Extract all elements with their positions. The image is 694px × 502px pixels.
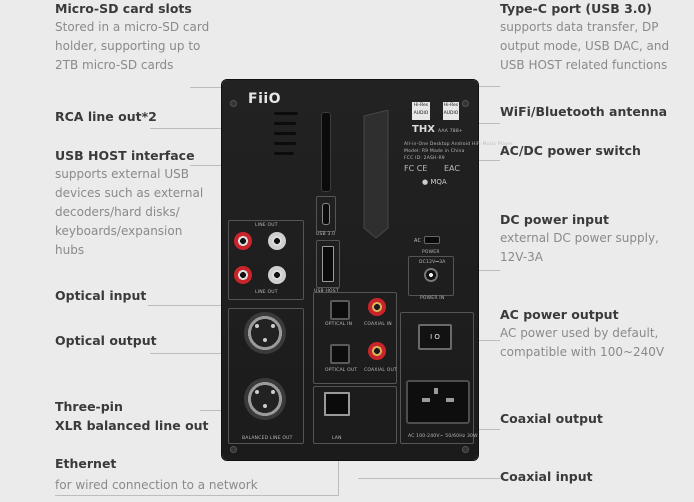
optical-out-label: OPTICAL OUT	[325, 368, 358, 373]
label-microsd: Micro-SD card slots Stored in a micro-SD…	[55, 1, 210, 72]
label-optical-input: Optical input	[55, 288, 147, 303]
rca-line-out-r-2[interactable]	[234, 266, 252, 284]
screw	[230, 446, 237, 453]
label-usbhost: USB HOST interface supports external USB…	[55, 148, 204, 257]
screw	[462, 100, 469, 107]
coaxial-in-port[interactable]	[368, 298, 386, 316]
optical-in-label: OPTICAL IN	[325, 322, 353, 327]
label-coaxial-output: Coaxial output	[500, 411, 603, 426]
ethernet-port[interactable]	[324, 392, 350, 416]
xlr-pin	[255, 324, 259, 328]
xlr-out-left[interactable]	[244, 378, 286, 420]
fcc-ce-marks: FC CE	[404, 164, 428, 173]
ac-power-switch[interactable]: I O	[418, 324, 452, 350]
label-optical-output: Optical output	[55, 333, 157, 348]
vent-slot	[274, 122, 296, 125]
mqa-logo: ● MQA	[422, 178, 447, 186]
label-acdc-switch: AC/DC power switch	[500, 143, 641, 158]
ac-socket-pin	[422, 398, 430, 402]
thx-model: AAA 788+	[438, 129, 463, 134]
label-typec: Type-C port (USB 3.0) supports data tran…	[500, 1, 670, 72]
rca-line-out-l-1[interactable]	[268, 232, 286, 250]
typec-port[interactable]	[322, 203, 330, 225]
ac-socket[interactable]	[406, 380, 470, 424]
leader-coaxin	[358, 478, 500, 479]
thx-logo: THX	[412, 124, 435, 135]
eac-mark: EAC	[444, 164, 460, 173]
line-out-label-bottom: LINE OUT	[255, 290, 278, 295]
xlr-pin	[255, 390, 259, 394]
xlr-pin	[263, 404, 267, 408]
ac-socket-pin	[434, 388, 438, 394]
label-wifi: WiFi/Bluetooth antenna	[500, 104, 668, 119]
antenna-icon	[363, 110, 389, 238]
typec-port-frame	[316, 196, 336, 232]
panel-small-text-3: FCC ID: 2ASH-R9	[404, 156, 445, 161]
xlr-pin	[263, 338, 267, 342]
microsd-slot[interactable]	[321, 112, 331, 192]
label-dc-input: DC power input external DC power supply,…	[500, 212, 659, 264]
coaxial-in-label: COAXIAL IN	[364, 322, 392, 327]
balanced-out-frame	[228, 308, 304, 444]
xlr-pin	[271, 390, 275, 394]
vent-slot	[274, 112, 298, 115]
panel-small-text-1: All-in-One Desktop Android HiFi Music Pl…	[404, 142, 514, 147]
dc-rating: DC12V⎓3A	[419, 260, 446, 265]
optical-out-port[interactable]	[330, 344, 350, 364]
usb-host-port[interactable]	[322, 246, 334, 282]
screw	[462, 446, 469, 453]
rca-line-out-l-2[interactable]	[268, 266, 286, 284]
lan-label: LAN	[332, 436, 342, 441]
fiio-logo: FiiO	[248, 91, 282, 107]
leader-ethernet-v	[338, 440, 339, 496]
leader-ethernet	[55, 495, 339, 496]
leader-rca	[150, 128, 240, 129]
screw	[230, 100, 237, 107]
label-ac-output: AC power output AC power used by default…	[500, 307, 665, 359]
line-out-label-top: LINE OUT	[255, 223, 278, 228]
vent-slot	[274, 142, 296, 145]
dc-input-frame	[408, 256, 454, 296]
rca-line-out-r-1[interactable]	[234, 232, 252, 250]
xlr-out-right[interactable]	[244, 312, 286, 354]
usb-host-frame	[316, 240, 340, 288]
vent-slot	[274, 132, 296, 135]
coaxial-out-port[interactable]	[368, 342, 386, 360]
usb-host-label: USB HOST	[314, 289, 339, 294]
vent-slot	[274, 152, 294, 155]
line-out-frame	[228, 220, 304, 300]
optical-in-port[interactable]	[330, 300, 350, 320]
power-in-label: POWER IN	[420, 296, 445, 301]
panel-small-text-2: Model: R9 Made in China	[404, 149, 465, 154]
power-label: POWER	[422, 250, 440, 255]
label-coaxial-input: Coaxial input	[500, 469, 593, 484]
balanced-line-out-label: BALANCED LINE OUT	[242, 436, 293, 441]
label-xlr: Three-pin XLR balanced line out	[55, 399, 209, 433]
label-rca: RCA line out*2	[55, 109, 157, 124]
ac-output-frame	[400, 312, 474, 444]
lan-frame	[313, 386, 397, 444]
coaxial-out-label: COAXIAL OUT	[364, 368, 397, 373]
xlr-pin	[271, 324, 275, 328]
usb30-label: USB 3.0	[316, 232, 336, 237]
leader-xlr	[200, 410, 240, 411]
ac-rating: AC 100-240V~ 50/60Hz 30W	[408, 434, 478, 439]
label-ethernet: Ethernet for wired connection to a netwo…	[55, 456, 258, 492]
acdc-switch[interactable]	[424, 236, 440, 244]
ac-socket-pin	[446, 398, 454, 402]
dc-power-jack[interactable]	[424, 268, 438, 282]
optical-coax-frame	[313, 292, 397, 384]
